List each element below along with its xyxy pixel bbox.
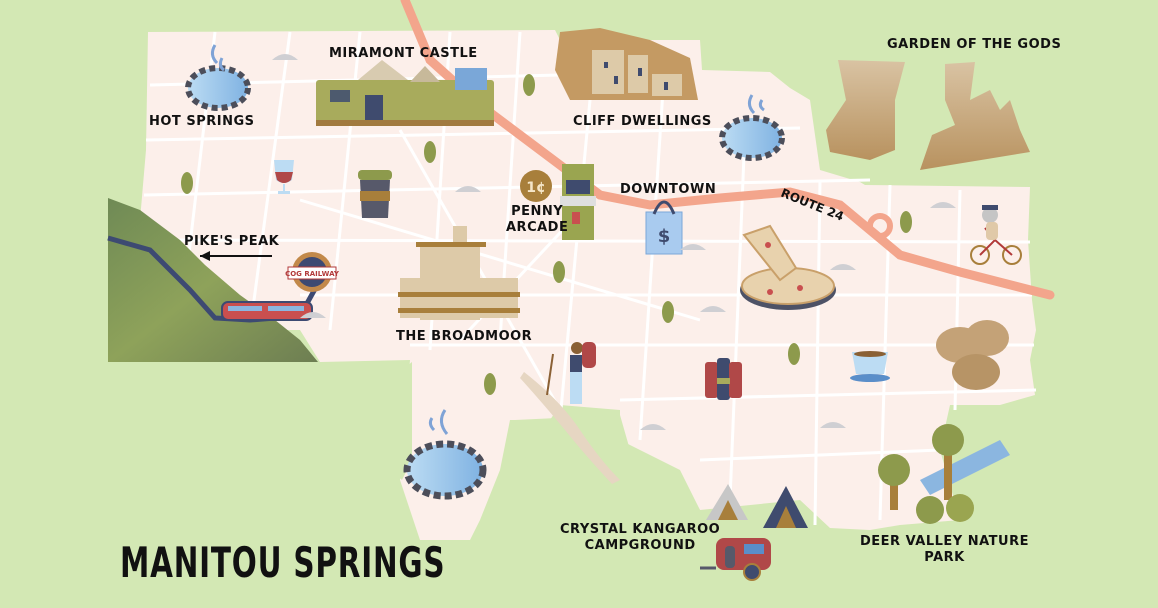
penny-coin-icon [520,170,552,202]
miramont-castle-label: MIRAMONT CASTLE [329,46,478,61]
small-tree-icon [181,74,912,395]
penny-arcade-line2: ARCADE [506,220,569,236]
penny-arcade-line1: PENNY [511,204,564,219]
tent-icon [763,486,808,528]
arrow-left-icon [200,251,210,261]
trees-icon [878,424,1010,524]
crystal-kangaroo-line1: CRYSTAL KANGAROO [560,522,721,537]
hot-springs-label: HOT SPRINGS [149,114,255,129]
crystal-kangaroo-line2: CAMPGROUND [584,538,696,554]
cliff-dwellings-icon [555,28,698,100]
deer-valley-label: DEER VALLEY NATURE PARK [860,534,1029,567]
wine-bottles-icon [705,358,742,400]
hot-spring-pool-icon [185,44,251,111]
teacup-icon [850,351,890,382]
shopping-bag-icon [645,200,683,255]
dollar-sign-text: $ [658,226,671,247]
castle-icon [316,60,494,126]
deer-valley-line1: DEER VALLEY NATURE [860,534,1029,549]
deer-valley-line2: PARK [924,550,965,566]
cookies-icon [936,320,1009,390]
coffee-cup-icon [358,170,392,218]
cog-railway-badge-icon [287,252,337,292]
cliff-dwellings-label: CLIFF DWELLINGS [573,114,712,129]
cyclist-icon [970,205,1022,265]
penny-coin-text: 1¢ [526,180,545,196]
hill-icon [272,54,956,430]
hot-spring-pool-icon [403,409,487,500]
map-title: MANITOU SPRINGS [120,538,446,587]
rock-formations-icon [826,60,1030,170]
hotel-icon [398,226,520,320]
cog-railway-text: COG RAILWAY [285,270,340,278]
roundabout-icon [867,213,893,239]
arcade-machine-icon [560,164,596,240]
the-broadmoor-label: THE BROADMOOR [396,329,533,344]
penny-arcade-label: PENNY ARCADE [506,204,568,237]
downtown-label: DOWNTOWN [620,182,717,197]
pikes-peak-label: PIKE'S PEAK [184,234,280,249]
garden-of-the-gods-label: GARDEN OF THE GODS [887,37,1062,52]
camper-trailer-icon [700,538,771,581]
pizza-icon [740,224,836,310]
wine-glass-icon [274,160,294,194]
crystal-kangaroo-label: CRYSTAL KANGAROO CAMPGROUND [560,522,720,555]
hot-spring-pool-icon [719,94,785,161]
hiker-icon [520,342,620,484]
